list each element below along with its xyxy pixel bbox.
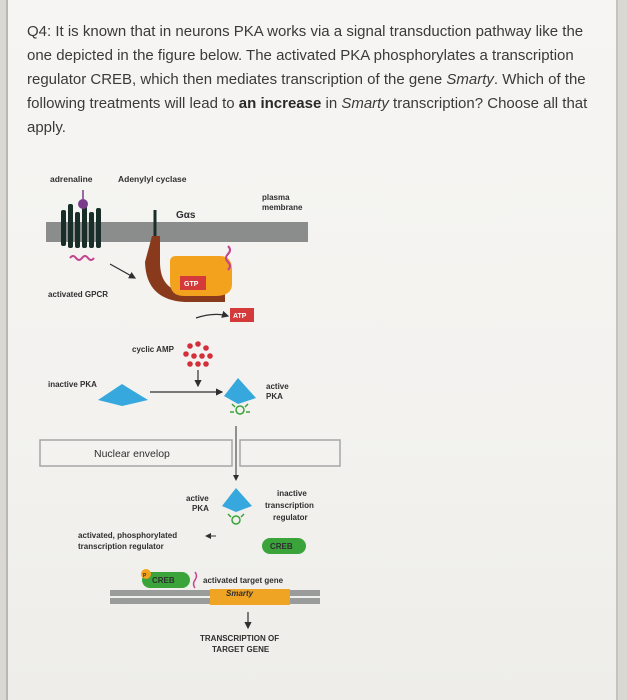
worksheet-page [6, 0, 618, 700]
nuclear-envelope-left [39, 439, 233, 467]
label-adenylyl-cyclase: Adenylyl cyclase [118, 174, 187, 184]
label-atp: ATP [233, 313, 247, 320]
label-g-alpha-s: Gαs [176, 210, 196, 221]
label-nuclear-active-pka-line1: active [186, 494, 209, 503]
label-inactive-tr-line3: regulator [273, 513, 308, 522]
gpcr-arrow [109, 263, 137, 279]
inactive-creb [262, 538, 306, 554]
label-phospho-tr-line1: activated, phosphorylated [78, 531, 177, 540]
label-active-pka-line1: active [266, 382, 289, 391]
active-pka-shape [224, 378, 256, 404]
adrenaline-ligand [78, 199, 88, 209]
label-creb-inactive: CREB [270, 542, 293, 551]
label-gtp: GTP [184, 281, 199, 288]
label-plasma: plasma [262, 193, 290, 202]
inactive-pka-shape [98, 384, 148, 406]
label-adrenaline: adrenaline [50, 174, 93, 184]
smarty-gene-segment [210, 589, 290, 605]
label-nuclear-active-pka-line2: PKA [192, 504, 209, 513]
gpcr-receptor [61, 204, 101, 248]
label-transcription-line2: TARGET GENE [212, 645, 270, 654]
label-inactive-pka: inactive PKA [48, 380, 97, 389]
label-inactive-tr-line2: transcription [265, 501, 314, 510]
creb-tail [192, 571, 198, 589]
cyclic-amp-molecules [183, 341, 213, 367]
label-cyclic-amp: cyclic AMP [132, 345, 175, 354]
label-activated-target-gene: activated target gene [203, 576, 284, 585]
label-nuclear-envelop: Nuclear envelop [94, 448, 170, 460]
gpcr-tail [69, 255, 95, 261]
label-active-pka-line2: PKA [266, 392, 283, 401]
nuclear-pka-subunit [227, 513, 245, 525]
atp-badge [230, 308, 254, 322]
nuclear-envelope-right [239, 439, 341, 467]
label-transcription-line1: TRANSCRIPTION OF [200, 634, 279, 643]
phosphate-group [141, 569, 151, 579]
question-text: Q4: It is known that in neurons PKA work… [27, 23, 588, 136]
label-creb-bound: CREB [152, 576, 175, 585]
label-phospho-tr-line2: transcription regulator [78, 542, 164, 551]
atp-arrow [195, 310, 230, 319]
label-activated-gpcr: activated GPCR [48, 290, 108, 299]
nuclear-active-pka-shape [222, 488, 252, 512]
label-smarty: Smarty [226, 589, 254, 598]
label-phosphate: P [143, 573, 147, 579]
bound-creb [142, 572, 190, 588]
label-membrane: membrane [262, 203, 303, 212]
plasma-membrane [46, 222, 308, 242]
gtp-badge [180, 276, 206, 290]
cyclase-tail [225, 245, 231, 271]
label-inactive-tr-line1: inactive [277, 489, 307, 498]
g-alpha-s-protein [145, 236, 225, 302]
pka-regulatory-subunit [230, 403, 250, 415]
